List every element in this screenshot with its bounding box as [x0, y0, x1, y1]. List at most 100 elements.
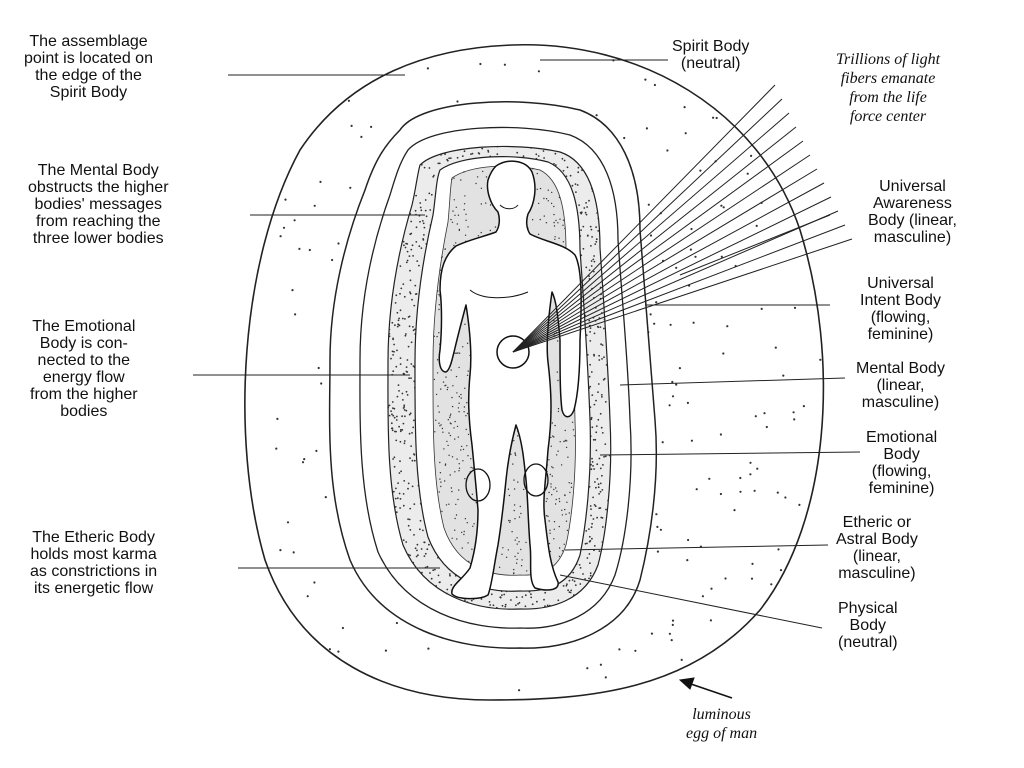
stipple-dot: [690, 439, 694, 442]
stipple-dot: [313, 581, 316, 584]
stipple-dot: [457, 498, 459, 501]
stipple-dot: [457, 436, 459, 438]
stipple-dot: [589, 505, 592, 507]
stipple-dot: [401, 415, 403, 418]
stipple-dot: [436, 372, 439, 374]
stipple-dot: [562, 224, 564, 226]
stipple-dot: [404, 415, 406, 418]
stipple-dot: [437, 405, 439, 407]
stipple-dot: [555, 164, 557, 166]
stipple-dot: [618, 648, 621, 651]
stipple-dot: [595, 486, 597, 489]
stipple-dot: [477, 235, 480, 237]
stipple-dot: [410, 377, 412, 379]
stipple-dot: [523, 488, 525, 491]
stipple-dot: [446, 588, 449, 591]
stipple-dot: [516, 543, 518, 545]
stipple-dot: [461, 155, 464, 158]
stipple-dot: [392, 370, 395, 373]
stipple-dot: [458, 402, 460, 404]
stipple-dot: [398, 425, 400, 428]
stipple-dot: [458, 229, 460, 232]
stipple-dot: [394, 506, 397, 508]
stipple-dot: [549, 550, 552, 553]
stipple-dot: [468, 560, 470, 563]
stipple-dot: [416, 549, 418, 552]
stipple-dot: [463, 150, 466, 153]
stipple-dot: [408, 518, 411, 521]
stipple-dot: [591, 190, 594, 193]
stipple-dot: [599, 663, 603, 666]
stipple-dot: [454, 517, 456, 520]
stipple-dot: [400, 428, 402, 431]
stipple-dot: [413, 459, 416, 462]
stipple-dot: [601, 358, 603, 360]
stipple-dot: [461, 547, 463, 549]
stipple-dot: [308, 248, 311, 252]
stipple-dot: [446, 159, 449, 162]
stipple-dot: [404, 318, 406, 320]
stipple-dot: [565, 584, 568, 587]
stipple-dot: [414, 547, 417, 550]
stipple-dot: [649, 313, 652, 316]
stipple-dot: [546, 604, 549, 607]
label-line: from reaching the: [36, 213, 161, 230]
stipple-dot: [659, 528, 663, 531]
stipple-dot: [543, 598, 545, 601]
stipple-dot: [426, 67, 429, 70]
stipple-dot: [470, 153, 472, 156]
stipple-dot: [489, 204, 492, 206]
stipple-dot: [522, 155, 525, 158]
stipple-dot: [416, 260, 419, 262]
stipple-dot: [510, 453, 512, 455]
stipple-dot: [518, 689, 521, 692]
stipple-dot: [599, 482, 602, 485]
stipple-dot: [396, 325, 399, 328]
stipple-dot: [430, 193, 433, 196]
stipple-dot: [602, 464, 604, 466]
stipple-dot: [454, 214, 456, 216]
stipple-dot: [675, 266, 678, 269]
stipple-dot: [420, 209, 423, 212]
stipple-dot: [586, 667, 589, 670]
label-line: (neutral): [680, 55, 741, 72]
luminous-egg-arrow: [678, 677, 733, 699]
stipple-dot: [453, 199, 455, 201]
stipple-dot: [770, 583, 773, 586]
stipple-dot: [513, 573, 515, 575]
stipple-dot: [388, 332, 391, 335]
stipple-dot: [544, 591, 547, 594]
stipple-dot: [595, 240, 598, 243]
stipple-dot: [409, 507, 412, 510]
stipple-dot: [444, 463, 447, 465]
stipple-dot: [518, 601, 521, 604]
stipple-dot: [597, 483, 600, 486]
stipple-dot: [461, 445, 463, 448]
stipple-dot: [440, 481, 442, 483]
stipple-dot: [586, 542, 588, 545]
stipple-dot: [603, 455, 605, 458]
stipple-dot: [623, 136, 626, 140]
stipple-dot: [567, 456, 569, 458]
stipple-dot: [410, 363, 413, 365]
stipple-dot: [438, 332, 440, 334]
stipple-dot: [564, 429, 566, 432]
stipple-dot: [395, 365, 398, 368]
stipple-dot: [392, 414, 395, 417]
stipple-dot: [517, 603, 519, 605]
stipple-dot: [489, 604, 492, 606]
label-line: Body is con-: [39, 335, 128, 352]
stipple-dot: [392, 490, 395, 493]
label-line: Emotional: [866, 429, 938, 446]
stipple-dot: [487, 151, 490, 153]
stipple-dot: [554, 152, 557, 155]
stipple-dot: [565, 175, 568, 178]
stipple-dot: [538, 202, 540, 205]
stipple-dot: [701, 595, 705, 598]
stipple-dot: [508, 494, 511, 497]
stipple-dot: [647, 203, 650, 206]
stipple-dot: [480, 187, 483, 189]
stipple-dot: [779, 569, 783, 572]
stipple-dot: [328, 648, 331, 651]
stipple-dot: [434, 431, 436, 433]
